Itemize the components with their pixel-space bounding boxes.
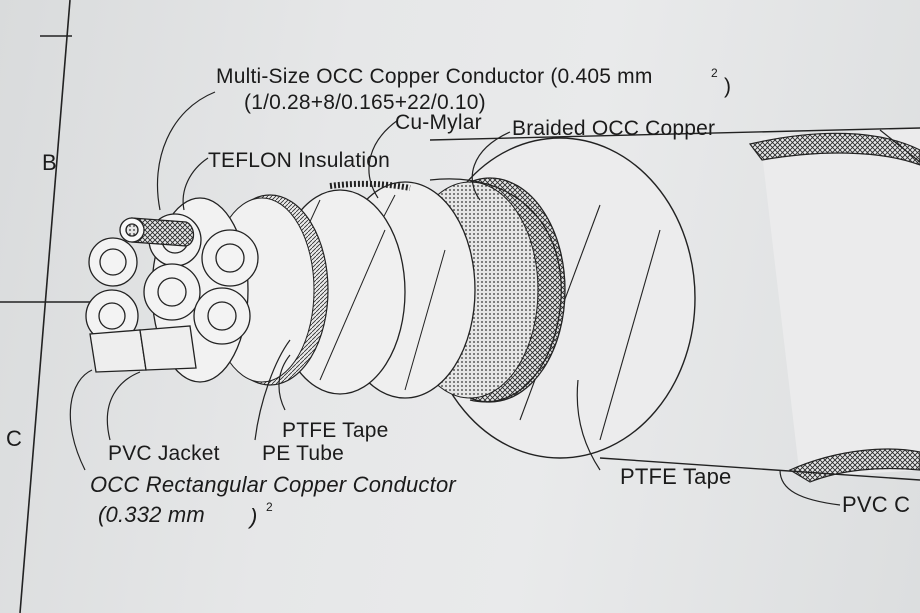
grid-row-b: B bbox=[42, 150, 57, 175]
label-ptfe-tape-inner: PTFE Tape bbox=[282, 419, 389, 442]
label-conductor-close: ) bbox=[724, 75, 732, 98]
label-cu-mylar: Cu-Mylar bbox=[395, 111, 482, 134]
label-pvc-jacket: PVC Jacket bbox=[108, 442, 220, 465]
label-occ-rect-close: ) bbox=[250, 504, 258, 529]
drawing-frame bbox=[0, 0, 90, 613]
label-occ-rect-sup: 2 bbox=[266, 500, 273, 514]
label-occ-rect: OCC Rectangular Copper Conductor bbox=[90, 472, 456, 497]
grid-row-c: C bbox=[6, 426, 23, 451]
label-pvc-outer: PVC C bbox=[842, 492, 911, 517]
label-occ-rect-size: (0.332 mm bbox=[98, 502, 205, 527]
label-ptfe-tape-outer: PTFE Tape bbox=[620, 464, 732, 489]
label-conductor: Multi-Size OCC Copper Conductor (0.405 m… bbox=[216, 65, 653, 88]
conductor-bundle bbox=[85, 197, 259, 383]
label-conductor-spec: (1/0.28+8/0.165+22/0.10) bbox=[244, 91, 486, 114]
label-conductor-sup: 2 bbox=[711, 66, 718, 80]
label-teflon-insulation: TEFLON Insulation bbox=[208, 149, 390, 172]
label-pe-tube: PE Tube bbox=[262, 442, 344, 465]
label-braided-copper: Braided OCC Copper bbox=[512, 117, 716, 140]
leader-lines bbox=[69, 91, 841, 506]
pvc-outer-jacket bbox=[429, 127, 920, 483]
